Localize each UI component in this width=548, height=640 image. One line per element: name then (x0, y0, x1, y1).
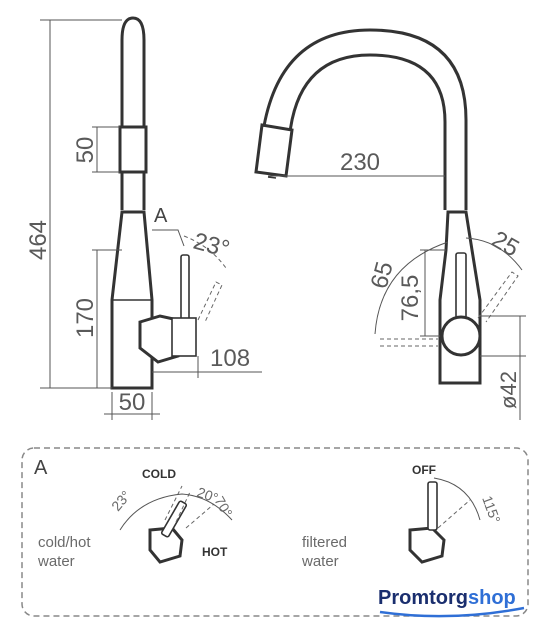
brand-part1: Promtorg (378, 587, 468, 609)
brand-part2: shop (468, 587, 516, 609)
right-lever-knob (440, 315, 482, 357)
brand-logo: Promtorgshop (378, 587, 525, 618)
detail-label: A (34, 457, 48, 479)
left-lever-tilted (197, 281, 223, 323)
cold-hot-line1: cold/hot (38, 534, 91, 551)
detail-frame (21, 447, 529, 617)
callout-a: A (154, 205, 168, 227)
dim-diameter-42: ø42 (496, 371, 521, 409)
left-handle-sleeve (118, 125, 148, 174)
cold-hot-line2: water (37, 553, 75, 570)
dim-76-5: 76,5 (397, 275, 424, 322)
filter-lever-body (408, 526, 446, 564)
angle-65: 65 (366, 259, 399, 292)
svg-text:Promtorgshop: Promtorgshop (378, 587, 516, 609)
right-spout-head (254, 123, 294, 178)
dim-50-base: 50 (119, 389, 146, 416)
angle-23: 23° (190, 228, 232, 263)
left-lever (180, 254, 190, 322)
dim-464: 464 (25, 220, 52, 260)
angle-20-detail: 20° (195, 484, 220, 506)
angle-115: 115° (479, 494, 504, 526)
left-spout (120, 16, 146, 210)
dim-230: 230 (340, 149, 380, 176)
dim-50-handle: 50 (72, 137, 99, 164)
label-hot: HOT (202, 545, 228, 559)
dim-108: 108 (210, 345, 250, 372)
filtered-line1: filtered (302, 534, 347, 551)
label-cold: COLD (142, 467, 176, 481)
filtered-line2: water (301, 553, 339, 570)
right-lever (455, 252, 467, 319)
dim-170: 170 (72, 298, 99, 338)
label-off: OFF (412, 463, 436, 477)
right-view: 230 65 76,5 25 ø42 (254, 28, 526, 420)
brand-swoosh (379, 606, 525, 618)
angle-23-detail: 23° (108, 487, 134, 514)
left-view: 464 50 170 108 50 A 23° (25, 16, 262, 420)
angle-25: 25 (487, 226, 524, 263)
